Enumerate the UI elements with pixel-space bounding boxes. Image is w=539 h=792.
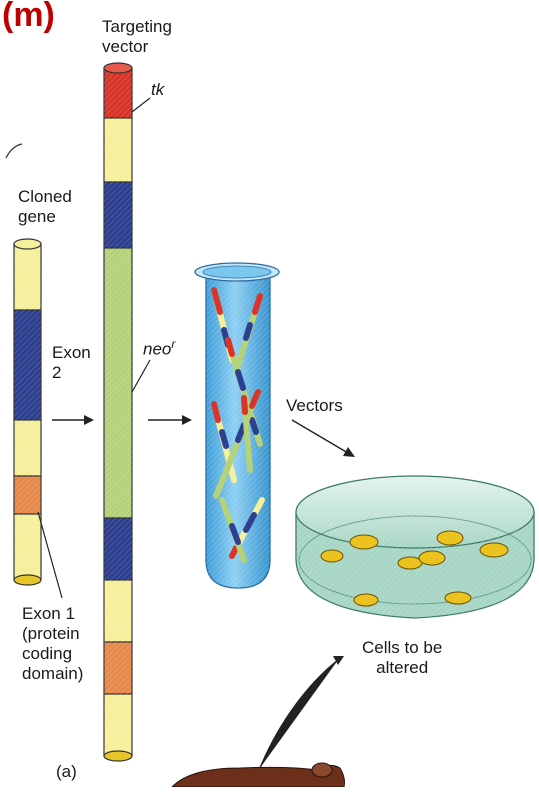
neo-label-superscript: r (171, 337, 175, 351)
exon-2-label: Exon 2 (52, 343, 91, 383)
mouse-silhouette (172, 763, 345, 787)
flow-arrows (52, 415, 355, 768)
vectors-label: Vectors (286, 396, 343, 416)
targeting-vector-label: Targeting vector (102, 17, 172, 57)
exon-1-label: Exon 1 (protein coding domain) (22, 604, 83, 684)
cells-to-be-altered-label: Cells to be altered (362, 638, 442, 678)
panel-letter: (m) (2, 0, 55, 35)
neo-r-label: neor (143, 334, 175, 360)
subfigure-a-label: (a) (56, 762, 77, 782)
tk-label: tk (151, 80, 164, 100)
stray-mark (6, 144, 22, 158)
cloned-gene-label: Cloned gene (18, 187, 72, 227)
targeting-vector-bar (104, 63, 132, 761)
neo-label-base: neo (143, 340, 171, 359)
cloned-gene-bar (14, 239, 41, 585)
